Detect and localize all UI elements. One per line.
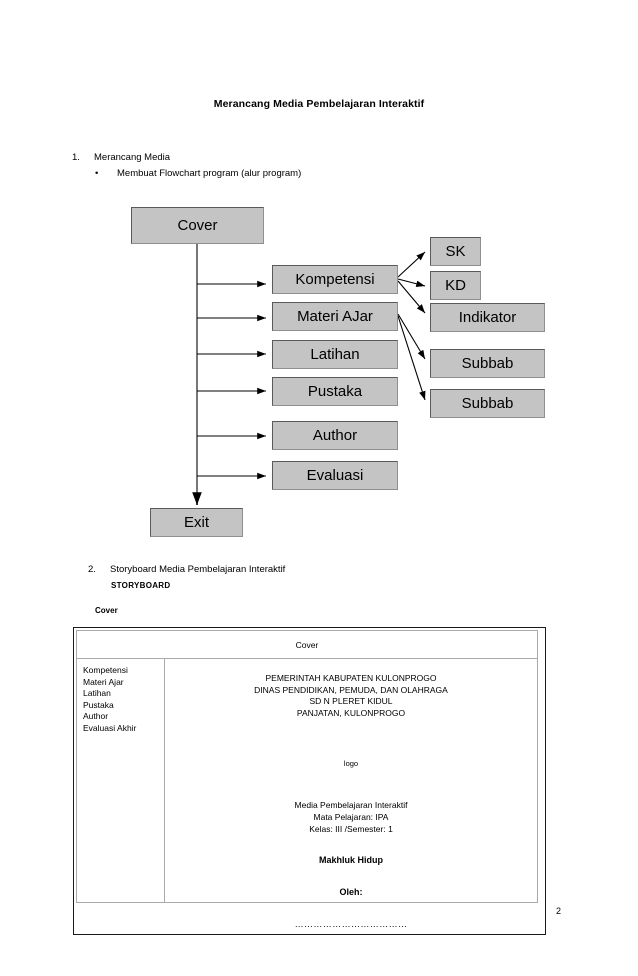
flowchart-node-pustaka-label: Pustaka [307,383,363,400]
bullet-marker-icon: • [95,168,99,179]
media-line: Mata Pelajaran: IPA [313,811,389,822]
storyboard-menu-item: Latihan [83,688,111,699]
flowchart-node-kompetensi[interactable]: Kompetensi [272,265,398,294]
storyboard-cover-label: Cover [95,606,118,615]
flowchart-node-cover-label: Cover [177,217,218,234]
storyboard-author-dots: ……………………………… [294,919,408,930]
flowchart-node-exit[interactable]: Exit [150,508,243,537]
section-2-label: Storyboard Media Pembelajaran Interaktif [110,564,286,575]
flowchart-node-indikator[interactable]: Indikator [430,303,545,332]
section-1-number: 1. [72,152,80,163]
flowchart-node-kd[interactable]: KD [430,271,481,300]
section-1-heading: 1. Merancang Media [72,152,170,163]
flowchart-node-kompetensi-label: Kompetensi [295,271,375,288]
institution-line: SD N PLERET KIDUL [309,696,393,707]
page-title: Merancang Media Pembelajaran Interaktif [213,98,425,110]
flowchart-node-materi-ajar-label: Materi AJar [297,308,373,325]
media-line: Kelas: III /Semester: 1 [309,823,393,834]
section-1-bullet-label: Membuat Flowchart program (alur program) [117,168,302,179]
storyboard-subheading: STORYBOARD [111,581,171,590]
flowchart-node-author[interactable]: Author [272,421,398,450]
section-2-heading: 2. Storyboard Media Pembelajaran Interakt… [88,564,285,575]
storyboard-table: Cover Kompetensi Materi Ajar Latihan Pus… [76,630,538,929]
section-2-number: 2. [88,564,96,575]
logo-placeholder: logo [343,759,359,769]
media-line: Media Pembelajaran Interaktif [294,800,408,811]
flowchart-arrows [192,243,426,505]
institution-line: PANJATAN, KULONPROGO [296,707,406,718]
flowchart-node-materi-ajar[interactable]: Materi AJar [272,302,398,331]
storyboard-content-column: PEMERINTAH KABUPATEN KULONPROGO DINAS PE… [165,659,537,929]
storyboard-topic: Makhluk Hidup [318,855,383,866]
flowchart: Cover Kompetensi Materi AJar Latihan Pus… [131,207,545,537]
flowchart-node-subbab-1[interactable]: Subbab [430,349,545,378]
institution-line: DINAS PENDIDIKAN, PEMUDA, DAN OLAHRAGA [254,684,448,695]
section-1-bullet: • Membuat Flowchart program (alur program… [95,168,301,179]
section-1-label: Merancang Media [94,152,171,163]
storyboard-media-block: Media Pembelajaran Interaktif Mata Pelaj… [165,800,537,835]
institution-line: PEMERINTAH KABUPATEN KULONPROGO [265,673,437,683]
page-number: 2 [556,906,562,916]
storyboard-menu-column: Kompetensi Materi Ajar Latihan Pustaka A… [77,659,165,902]
flowchart-node-exit-label: Exit [183,514,209,531]
storyboard-institution-block: PEMERINTAH KABUPATEN KULONPROGO DINAS PE… [165,673,537,719]
storyboard-menu-item: Pustaka [83,699,114,710]
flowchart-node-evaluasi[interactable]: Evaluasi [272,461,398,490]
flowchart-node-author-label: Author [312,427,358,444]
flowchart-node-latihan[interactable]: Latihan [272,340,398,369]
flowchart-node-subbab-2[interactable]: Subbab [430,389,545,418]
storyboard-menu-item: Kompetensi [83,665,128,675]
flowchart-node-kd-label: KD [445,277,466,294]
storyboard-menu-item: Materi Ajar [83,676,124,687]
storyboard-menu-item: Author [83,711,109,722]
storyboard-table-header-label: Cover [295,639,319,650]
flowchart-node-sk[interactable]: SK [430,237,481,266]
flowchart-node-pustaka[interactable]: Pustaka [272,377,398,406]
flowchart-node-evaluasi-label: Evaluasi [306,467,364,484]
storyboard-author-label: Oleh: [339,887,363,898]
storyboard-table-header: Cover [77,631,537,659]
flowchart-node-latihan-label: Latihan [310,346,360,363]
flowchart-node-sk-label: SK [445,243,466,260]
flowchart-node-subbab-2-label: Subbab [461,395,514,412]
storyboard-menu-item: Evaluasi Akhir [83,722,137,733]
flowchart-node-indikator-label: Indikator [458,309,517,326]
flowchart-node-cover[interactable]: Cover [131,207,264,244]
flowchart-node-subbab-1-label: Subbab [461,355,514,372]
